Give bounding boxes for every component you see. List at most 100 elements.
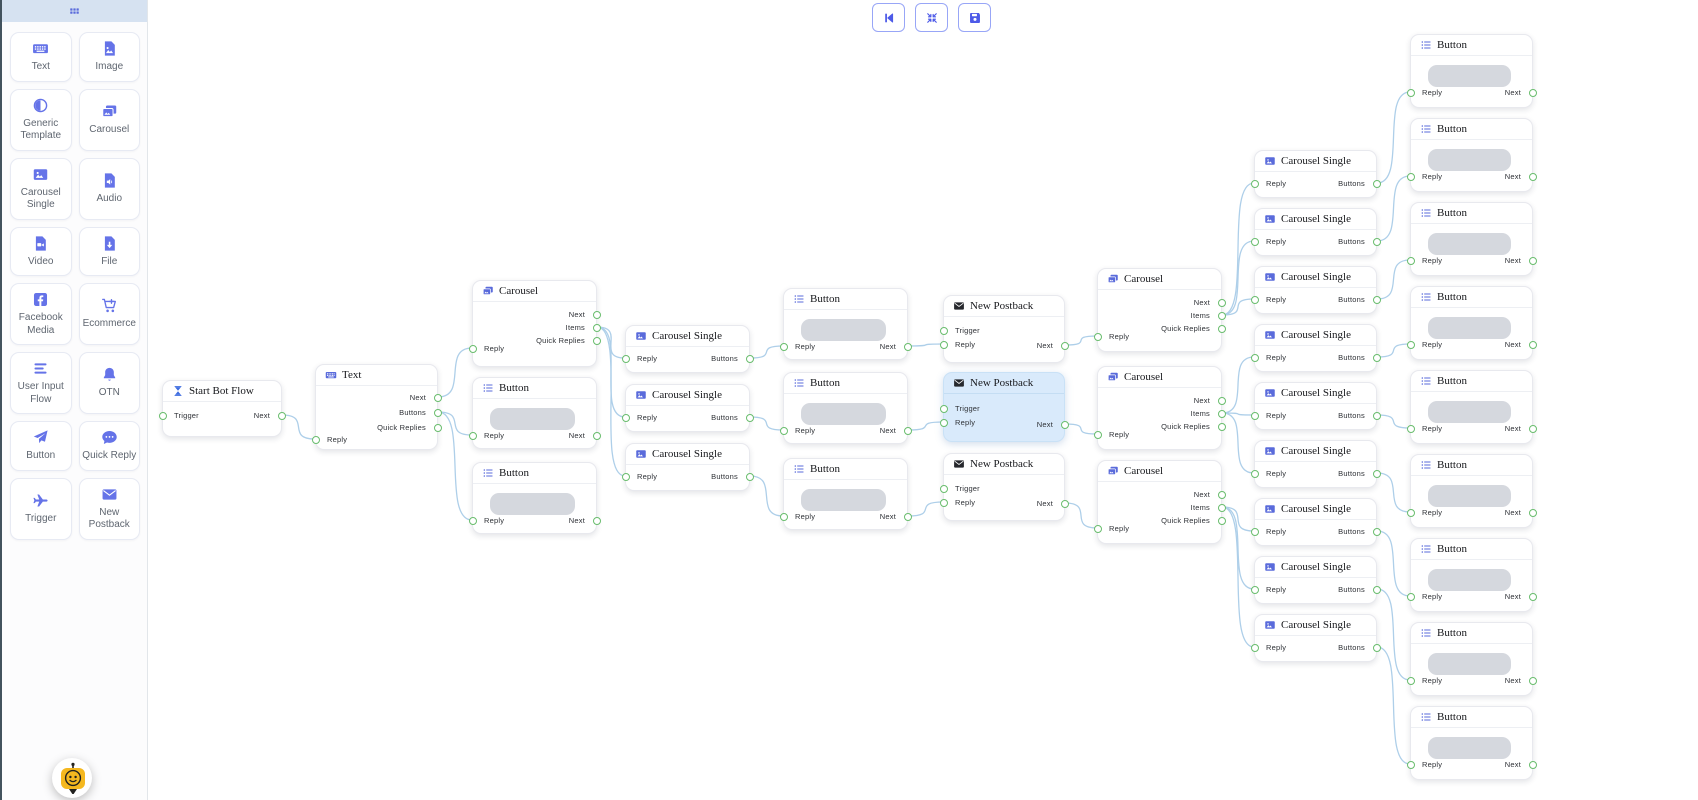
- port-reply[interactable]: [1250, 412, 1259, 420]
- sidebar-item-text[interactable]: Text: [10, 32, 72, 82]
- port-next[interactable]: [903, 513, 912, 521]
- port-next[interactable]: [1060, 421, 1069, 429]
- port-trigger[interactable]: [939, 405, 948, 413]
- port-items[interactable]: [1217, 410, 1226, 418]
- port-quick-replies[interactable]: [1217, 517, 1226, 525]
- sidebar-item-button[interactable]: Button: [10, 421, 72, 471]
- port-quick-replies[interactable]: [433, 424, 442, 432]
- port-next[interactable]: [1217, 397, 1226, 405]
- port-reply[interactable]: [1250, 354, 1259, 362]
- port-reply[interactable]: [939, 341, 948, 349]
- port-next[interactable]: [277, 412, 286, 420]
- port-reply[interactable]: [1250, 528, 1259, 536]
- port-reply[interactable]: [468, 432, 477, 440]
- sidebar-item-file[interactable]: File: [78, 226, 140, 276]
- save-flow-button[interactable]: [958, 3, 991, 32]
- port-items[interactable]: [592, 324, 601, 332]
- port-buttons[interactable]: [1372, 354, 1381, 362]
- port-reply[interactable]: [939, 499, 948, 507]
- port-reply[interactable]: [621, 473, 630, 481]
- port-reply[interactable]: [1093, 431, 1102, 439]
- port-buttons[interactable]: [1372, 528, 1381, 536]
- port-reply[interactable]: [1406, 509, 1415, 517]
- sidebar-item-quick-reply[interactable]: Quick Reply: [78, 421, 140, 471]
- port-reply[interactable]: [311, 436, 320, 444]
- port-items[interactable]: [1217, 504, 1226, 512]
- port-next[interactable]: [1528, 425, 1537, 433]
- port-reply[interactable]: [1406, 89, 1415, 97]
- port-reply[interactable]: [468, 517, 477, 525]
- port-buttons[interactable]: [1372, 412, 1381, 420]
- port-next[interactable]: [433, 394, 442, 402]
- port-buttons[interactable]: [1372, 180, 1381, 188]
- sidebar-item-user-input-flow[interactable]: User Input Flow: [10, 352, 72, 414]
- sidebar-item-facebook-media[interactable]: Facebook Media: [10, 283, 72, 345]
- port-next[interactable]: [592, 311, 601, 319]
- port-next[interactable]: [592, 517, 601, 525]
- port-reply[interactable]: [1250, 470, 1259, 478]
- port-reply[interactable]: [1250, 586, 1259, 594]
- port-quick-replies[interactable]: [592, 337, 601, 345]
- port-buttons[interactable]: [745, 473, 754, 481]
- port-trigger[interactable]: [158, 412, 167, 420]
- port-buttons[interactable]: [433, 409, 442, 417]
- port-buttons[interactable]: [1372, 586, 1381, 594]
- port-reply[interactable]: [621, 414, 630, 422]
- port-next[interactable]: [1217, 299, 1226, 307]
- port-next[interactable]: [903, 427, 912, 435]
- port-quick-replies[interactable]: [1217, 423, 1226, 431]
- port-reply[interactable]: [1406, 593, 1415, 601]
- port-reply[interactable]: [1093, 333, 1102, 341]
- port-next[interactable]: [903, 343, 912, 351]
- go-to-start-button[interactable]: [872, 3, 905, 32]
- port-reply[interactable]: [1250, 296, 1259, 304]
- port-reply[interactable]: [1250, 180, 1259, 188]
- bot-fab[interactable]: [52, 758, 92, 798]
- port-next[interactable]: [1528, 89, 1537, 97]
- port-items[interactable]: [1217, 312, 1226, 320]
- port-next[interactable]: [1528, 173, 1537, 181]
- port-next[interactable]: [1528, 341, 1537, 349]
- sidebar-item-new-postback[interactable]: New Postback: [78, 477, 140, 540]
- port-reply[interactable]: [939, 419, 948, 427]
- sidebar-item-otn[interactable]: OTN: [78, 352, 140, 414]
- port-next[interactable]: [1060, 342, 1069, 350]
- port-buttons[interactable]: [745, 355, 754, 363]
- port-reply[interactable]: [779, 427, 788, 435]
- port-reply[interactable]: [779, 513, 788, 521]
- port-reply[interactable]: [1406, 341, 1415, 349]
- sidebar-item-carousel-single[interactable]: Carousel Single: [10, 157, 72, 220]
- port-reply[interactable]: [1250, 238, 1259, 246]
- port-next[interactable]: [1528, 509, 1537, 517]
- sidebar-item-image[interactable]: Image: [78, 32, 140, 82]
- port-reply[interactable]: [621, 355, 630, 363]
- port-reply[interactable]: [468, 345, 477, 353]
- port-quick-replies[interactable]: [1217, 325, 1226, 333]
- port-next[interactable]: [592, 432, 601, 440]
- port-reply[interactable]: [1406, 257, 1415, 265]
